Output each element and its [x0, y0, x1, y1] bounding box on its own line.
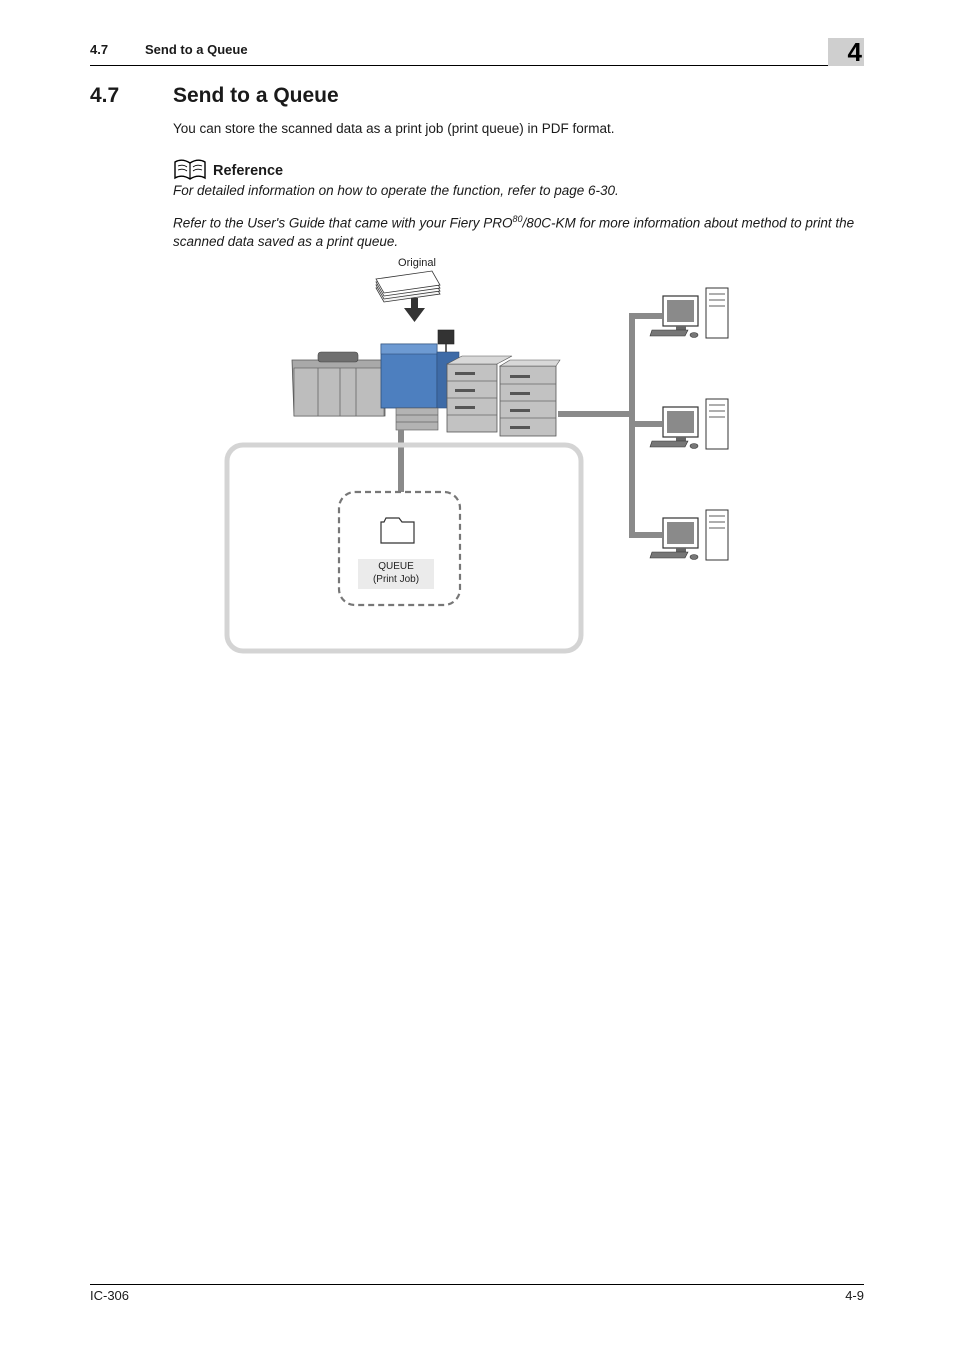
reference-text-2: Refer to the User's Guide that came with… [173, 210, 863, 251]
reference-text-2-start: Refer to the User's Guide that came with… [173, 215, 513, 231]
original-paper-stack [375, 270, 441, 303]
header-section-title: Send to a Queue [145, 42, 248, 57]
queue-diagram: Original [224, 257, 729, 654]
queue-label: QUEUE [378, 561, 414, 572]
reference-text-2-end: /80C-KM for more information about metho… [173, 215, 855, 249]
client-computer-3 [649, 509, 729, 561]
section-title: Send to a Queue [173, 84, 339, 107]
footer-rule [90, 1284, 864, 1285]
queue-dashed-box [337, 490, 462, 607]
queue-label-box [358, 559, 434, 589]
folder-icon [380, 517, 415, 544]
header-section-number: 4.7 [90, 42, 109, 57]
chapter-number: 4 [847, 37, 862, 67]
reference-text-1: For detailed information on how to opera… [173, 183, 619, 198]
client-computer-2 [649, 398, 729, 450]
book-icon [174, 159, 206, 180]
storage-frame [224, 442, 584, 654]
intro-paragraph: You can store the scanned data as a prin… [173, 121, 615, 136]
reference-superscript: 80 [512, 214, 523, 224]
footer-page-number: 4-9 [845, 1288, 864, 1303]
printer-system [291, 329, 561, 437]
network-lines [398, 313, 662, 538]
reference-label: Reference [213, 163, 284, 179]
running-header: 4.7 Send to a Queue [90, 40, 864, 66]
queue-sublabel: (Print Job) [373, 574, 419, 585]
section-number: 4.7 [90, 84, 120, 107]
header-rule [90, 65, 864, 66]
original-label: Original [398, 257, 436, 269]
client-computer-1 [649, 287, 729, 339]
footer-product: IC-306 [90, 1288, 130, 1303]
chapter-tab: 4 [828, 37, 864, 67]
down-arrow-icon [404, 298, 425, 322]
